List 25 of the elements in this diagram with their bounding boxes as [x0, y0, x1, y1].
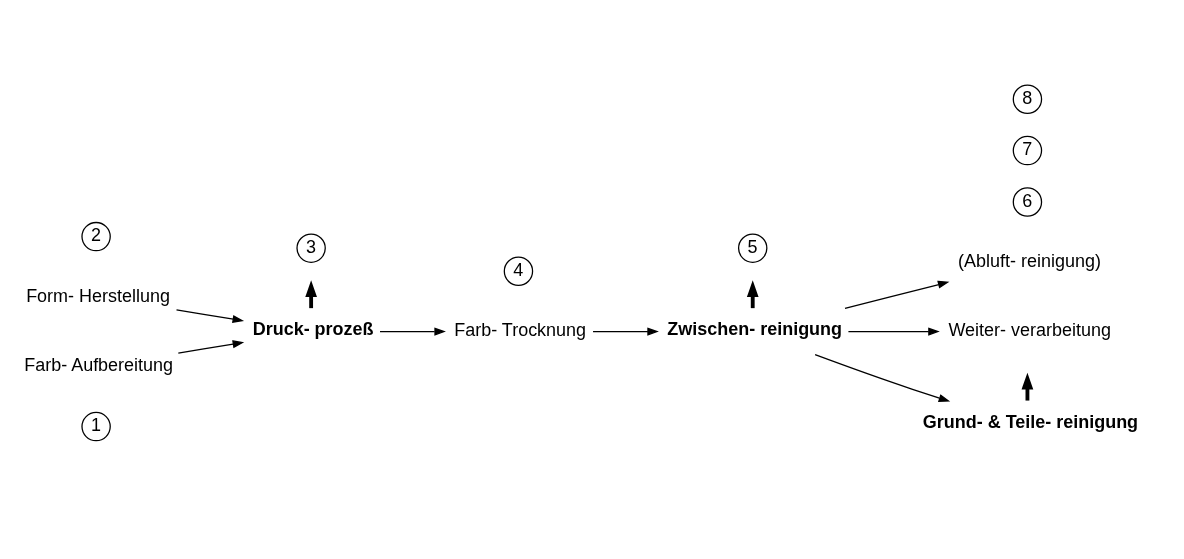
arrow: [844, 280, 950, 309]
node-circle: 6: [1012, 186, 1043, 217]
node-text: Weiter- verarbeitung: [948, 319, 1111, 340]
arrow: [592, 327, 659, 336]
node-text: Farb- Aufbereitung: [24, 354, 174, 375]
node-circle: 7: [1012, 135, 1043, 165]
node-circle: 4: [503, 256, 534, 286]
node-circle: 3: [296, 232, 326, 263]
node-circle: 8: [1012, 84, 1043, 114]
arrow: [379, 327, 446, 336]
arrow: [814, 353, 951, 402]
arrow: [305, 279, 317, 308]
node-text: Druck- prozeß: [252, 318, 374, 339]
arrow: [175, 308, 245, 323]
node-circle: 2: [81, 221, 111, 251]
node-circle: 1: [81, 411, 111, 441]
node-text: (Abluft- reinigung): [958, 250, 1101, 271]
node-text: Zwischen- reinigung: [667, 318, 843, 339]
node-text: Grund- & Teile- reinigung: [922, 411, 1139, 431]
node-text: Farb- Trocknung: [454, 319, 587, 340]
node-circle: 5: [737, 232, 768, 263]
node-text: Form- Herstellung: [26, 285, 170, 306]
arrow: [177, 339, 245, 354]
arrow: [746, 279, 759, 308]
arrow: [847, 327, 940, 336]
